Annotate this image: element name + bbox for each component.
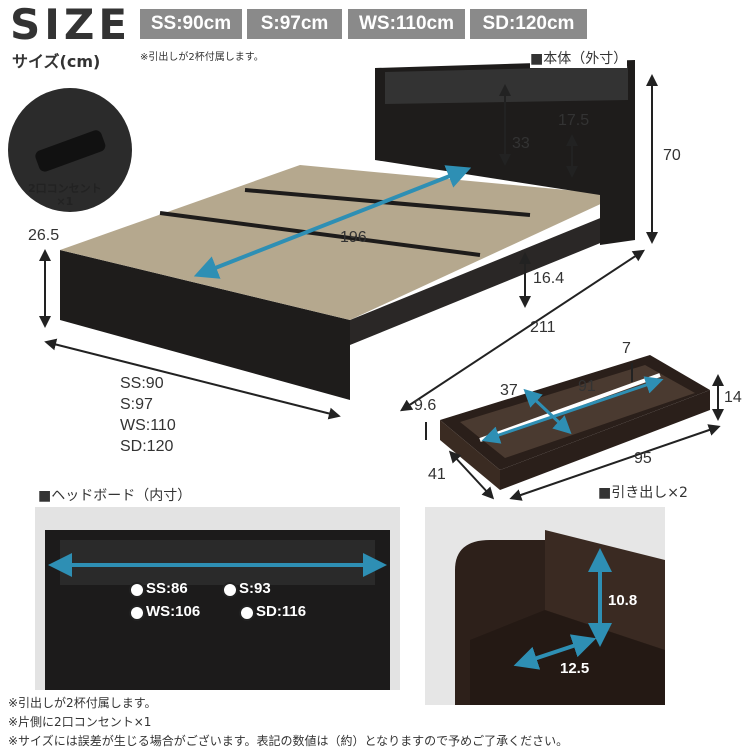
footnote-1: ※引出しが2杯付属します。 <box>8 696 157 710</box>
page-subtitle: サイズ(cm) <box>12 52 101 71</box>
dim-total-length: 211 <box>530 319 556 336</box>
drawer-dim-length: 95 <box>634 450 652 467</box>
dim-shelf-gap: 17.5 <box>558 112 590 129</box>
headboard-width-s: S:93 <box>239 580 271 597</box>
drawer-dim-top: 7 <box>622 340 631 357</box>
width-sd: SD:120 <box>120 438 174 455</box>
shelf-height: 10.8 <box>608 592 638 609</box>
outlet-caption: 2口コンセント ×1 <box>28 182 102 208</box>
width-list: SS:90 S:97 WS:110 SD:120 <box>120 373 176 457</box>
main-body-section-label: ■本体（外寸） <box>530 48 628 68</box>
headboard-width-ws: WS:106 <box>146 603 201 620</box>
drawer-note: ※引出しが2杯付属します。 <box>140 52 264 63</box>
headboard-photo <box>35 507 400 690</box>
drawer-dim-height: 14 <box>724 389 742 406</box>
footnote-2: ※片側に2口コンセント×1 <box>8 715 152 729</box>
dim-length-inner: 196 <box>340 229 367 246</box>
width-ws: WS:110 <box>120 417 176 434</box>
width-ss: SS:90 <box>120 375 164 392</box>
shelf-depth: 12.5 <box>560 660 590 677</box>
drawer-dim-inner-width: 37 <box>500 382 518 399</box>
headboard-width-ss: SS:86 <box>146 580 188 597</box>
drawer-illustration <box>440 355 710 490</box>
page-title: SIZE <box>10 0 132 49</box>
drawer-dim-side: 9.6 <box>414 397 437 414</box>
shelf-photo <box>425 507 665 705</box>
drawer-dim-width: 41 <box>428 466 446 483</box>
footnote-3: ※サイズには誤差が生じる場合がございます。表記の数値は（約）となりますので予めご… <box>8 734 569 748</box>
dim-total-height: 70 <box>663 147 681 164</box>
drawer-dim-inner-length: 91 <box>578 378 596 395</box>
bed-illustration <box>8 60 635 400</box>
size-tab-ss: SS:90cm <box>140 9 242 39</box>
size-tab-sd: SD:120cm <box>470 9 587 39</box>
dim-under-height: 16.4 <box>533 270 565 287</box>
dim-height-side: 26.5 <box>28 227 60 244</box>
drawer-section-label: ■引き出し×2 <box>598 485 688 501</box>
size-tab-s: S:97cm <box>247 9 342 39</box>
width-s: S:97 <box>120 396 153 413</box>
dim-headboard-shelf: 33 <box>512 135 530 152</box>
headboard-section-label: ■ヘッドボード（内寸） <box>38 488 192 504</box>
headboard-width-sd: SD:116 <box>256 603 307 620</box>
size-tab-ws: WS:110cm <box>348 9 465 39</box>
